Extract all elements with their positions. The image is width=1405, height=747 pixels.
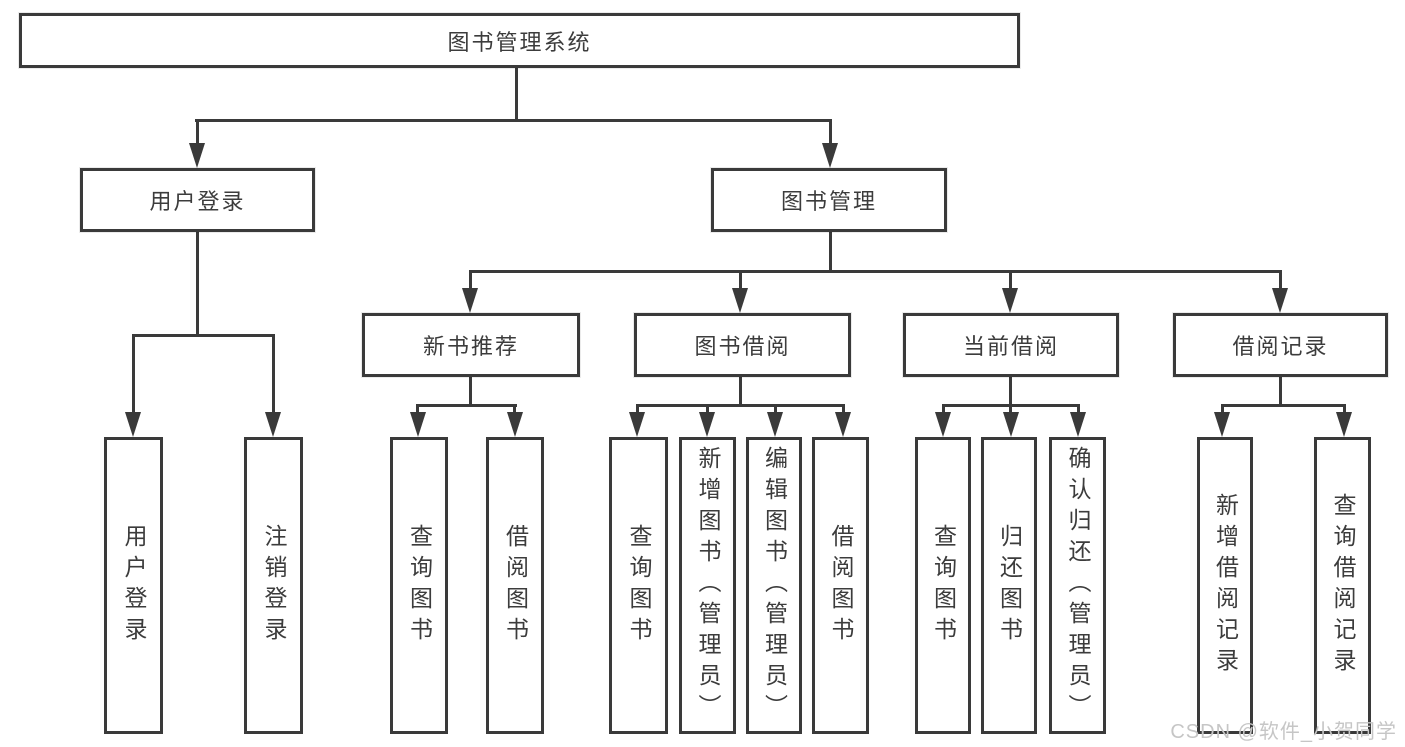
node-current-borrowing: 当前借阅 — [903, 313, 1119, 377]
node-label: 图书管理系统 — [447, 29, 592, 55]
connector-line — [829, 231, 832, 273]
connector-line — [1009, 376, 1012, 407]
arrowhead-down-icon — [125, 412, 141, 437]
connector-line — [1009, 270, 1012, 292]
node-label: 编辑图书（管理员） — [761, 446, 788, 725]
connector-line — [774, 404, 777, 417]
connector-line — [416, 404, 419, 417]
node-borrow-books-borrowing: 借阅图书 — [812, 437, 869, 734]
connector-line — [1279, 376, 1282, 407]
arrowhead-down-icon — [265, 412, 281, 437]
node-label: 确认归还（管理员） — [1065, 446, 1091, 725]
connector-line — [636, 404, 639, 417]
node-edit-book-admin: 编辑图书（管理员） — [746, 437, 802, 734]
connector-line — [636, 404, 845, 407]
connector-line — [132, 334, 135, 414]
node-user-login: 用户登录 — [104, 437, 163, 734]
node-label: 查询图书 — [930, 523, 957, 648]
connector-line — [942, 404, 945, 417]
node-label: 借阅图书 — [502, 523, 529, 648]
arrowhead-down-icon — [507, 412, 523, 437]
arrowhead-down-icon — [410, 412, 426, 437]
node-label: 查询图书 — [626, 523, 652, 648]
arrowhead-down-icon — [767, 412, 783, 437]
arrowhead-down-icon — [462, 288, 478, 313]
node-query-books-current: 查询图书 — [915, 437, 971, 734]
node-label: 新书推荐 — [422, 334, 519, 359]
connector-line — [132, 334, 275, 337]
arrowhead-down-icon — [1214, 412, 1230, 437]
node-query-borrow-record: 查询借阅记录 — [1314, 437, 1371, 734]
node-library-system: 图书管理系统 — [19, 13, 1020, 68]
node-query-books-recommend: 查询图书 — [390, 437, 448, 734]
connector-line — [196, 119, 199, 147]
connector-line — [195, 119, 832, 122]
arrowhead-down-icon — [732, 288, 748, 313]
node-label: 当前借阅 — [962, 334, 1059, 359]
node-label: 新增图书（管理员） — [695, 446, 721, 725]
node-label: 图书借阅 — [694, 334, 791, 359]
connector-line — [515, 66, 518, 119]
connector-line — [739, 376, 742, 407]
connector-line — [1077, 404, 1080, 417]
arrowhead-down-icon — [699, 412, 715, 437]
arrowhead-down-icon — [835, 412, 851, 437]
node-return-book: 归还图书 — [981, 437, 1037, 734]
node-user-login-branch: 用户登录 — [80, 168, 315, 232]
arrowhead-down-icon — [1002, 288, 1018, 313]
node-add-book-admin: 新增图书（管理员） — [679, 437, 736, 734]
node-label: 查询借阅记录 — [1330, 492, 1356, 679]
connector-line — [842, 404, 845, 417]
arrowhead-down-icon — [629, 412, 645, 437]
arrowhead-down-icon — [935, 412, 951, 437]
node-label: 新增借阅记录 — [1212, 492, 1239, 679]
arrowhead-down-icon — [822, 143, 838, 168]
connector-line — [513, 404, 516, 417]
node-label: 查询图书 — [406, 523, 433, 648]
node-book-management: 图书管理 — [711, 168, 947, 232]
connector-line — [829, 119, 832, 147]
node-borrow-books-recommend: 借阅图书 — [486, 437, 544, 734]
connector-line — [469, 376, 472, 407]
connector-line — [1343, 404, 1346, 417]
node-borrowing-records: 借阅记录 — [1173, 313, 1388, 377]
node-label: 借阅记录 — [1232, 334, 1329, 359]
arrowhead-down-icon — [1070, 412, 1086, 437]
connector-line — [416, 404, 517, 407]
arrowhead-down-icon — [1336, 412, 1352, 437]
connector-line — [469, 270, 472, 292]
connector-line — [706, 404, 709, 417]
connector-line — [272, 334, 275, 414]
connector-line — [739, 270, 742, 292]
node-label: 借阅图书 — [828, 523, 854, 648]
connector-line — [1221, 404, 1346, 407]
node-query-books-borrowing: 查询图书 — [609, 437, 668, 734]
connector-line — [1009, 404, 1012, 417]
arrowhead-down-icon — [1003, 412, 1019, 437]
node-label: 用户登录 — [121, 523, 147, 648]
arrowhead-down-icon — [1272, 288, 1288, 313]
connector-line — [196, 231, 199, 337]
connector-line — [469, 270, 1282, 273]
node-label: 注销登录 — [261, 523, 287, 648]
node-label: 用户登录 — [149, 189, 246, 214]
node-book-borrowing: 图书借阅 — [634, 313, 851, 377]
node-label: 图书管理 — [780, 189, 877, 214]
watermark: CSDN @软件_小贺同学 — [1170, 721, 1397, 743]
node-confirm-return-admin: 确认归还（管理员） — [1049, 437, 1106, 734]
node-label: 归还图书 — [996, 523, 1023, 648]
arrowhead-down-icon — [189, 143, 205, 168]
node-new-book-recommendation: 新书推荐 — [362, 313, 580, 377]
connector-line — [1221, 404, 1224, 417]
node-add-borrow-record: 新增借阅记录 — [1197, 437, 1253, 734]
connector-line — [1279, 270, 1282, 292]
node-logout: 注销登录 — [244, 437, 303, 734]
